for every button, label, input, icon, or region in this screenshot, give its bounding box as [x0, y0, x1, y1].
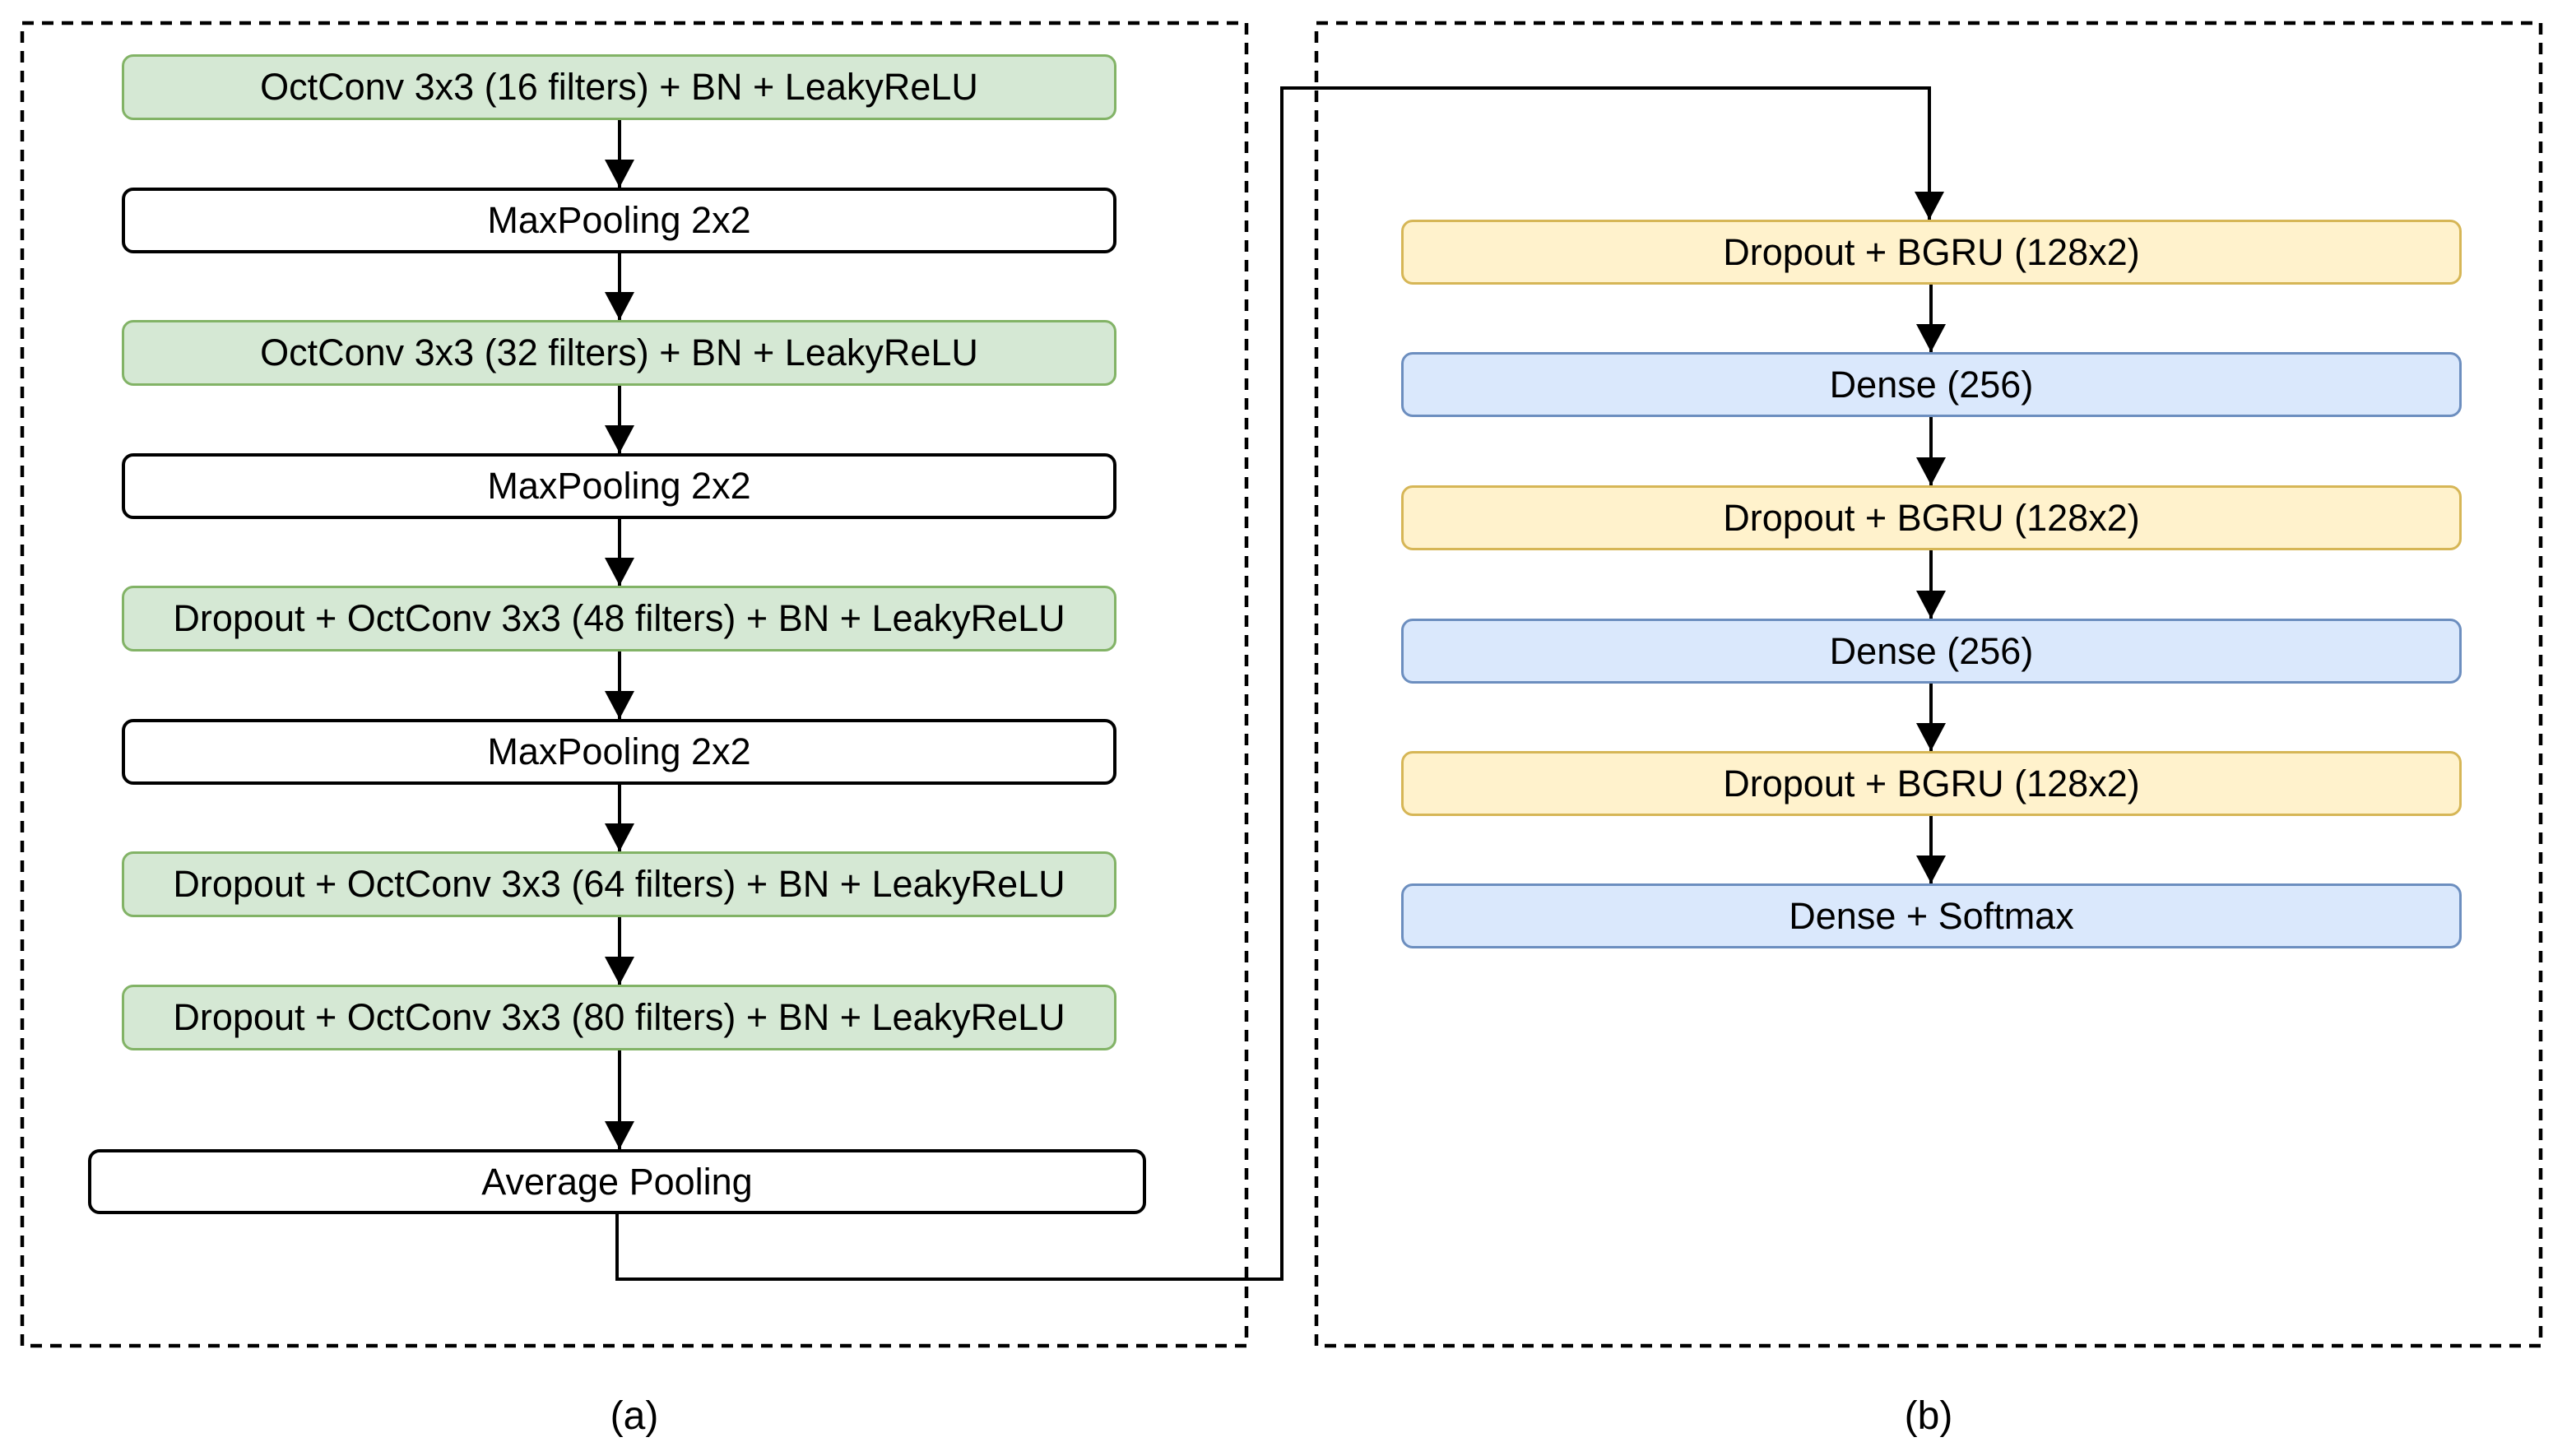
layer-avgpool: Average Pooling: [88, 1149, 1146, 1214]
layer-maxpool-2: MaxPooling 2x2: [122, 453, 1116, 519]
layer-maxpool-1: MaxPooling 2x2: [122, 188, 1116, 253]
layer-octconv48: Dropout + OctConv 3x3 (48 filters) + BN …: [122, 586, 1116, 651]
panel-a-border: [20, 21, 1249, 1348]
layer-octconv64: Dropout + OctConv 3x3 (64 filters) + BN …: [122, 851, 1116, 917]
layer-octconv32: OctConv 3x3 (32 filters) + BN + LeakyReL…: [122, 320, 1116, 386]
layer-dense-softmax: Dense + Softmax: [1401, 883, 2462, 948]
layer-maxpool-3: MaxPooling 2x2: [122, 719, 1116, 785]
layer-octconv16: OctConv 3x3 (16 filters) + BN + LeakyReL…: [122, 54, 1116, 120]
layer-bgru-3: Dropout + BGRU (128x2): [1401, 751, 2462, 816]
panel-b-border: [1314, 21, 2543, 1348]
layer-dense-2: Dense (256): [1401, 619, 2462, 684]
layer-bgru-2: Dropout + BGRU (128x2): [1401, 485, 2462, 550]
panel-b-caption: (b): [1904, 1394, 1953, 1438]
panel-a-caption: (a): [610, 1394, 659, 1438]
panel-connector-arrow: [615, 86, 1944, 1281]
layer-dense-1: Dense (256): [1401, 352, 2462, 417]
layer-bgru-1: Dropout + BGRU (128x2): [1401, 220, 2462, 285]
layer-octconv80: Dropout + OctConv 3x3 (80 filters) + BN …: [122, 985, 1116, 1050]
